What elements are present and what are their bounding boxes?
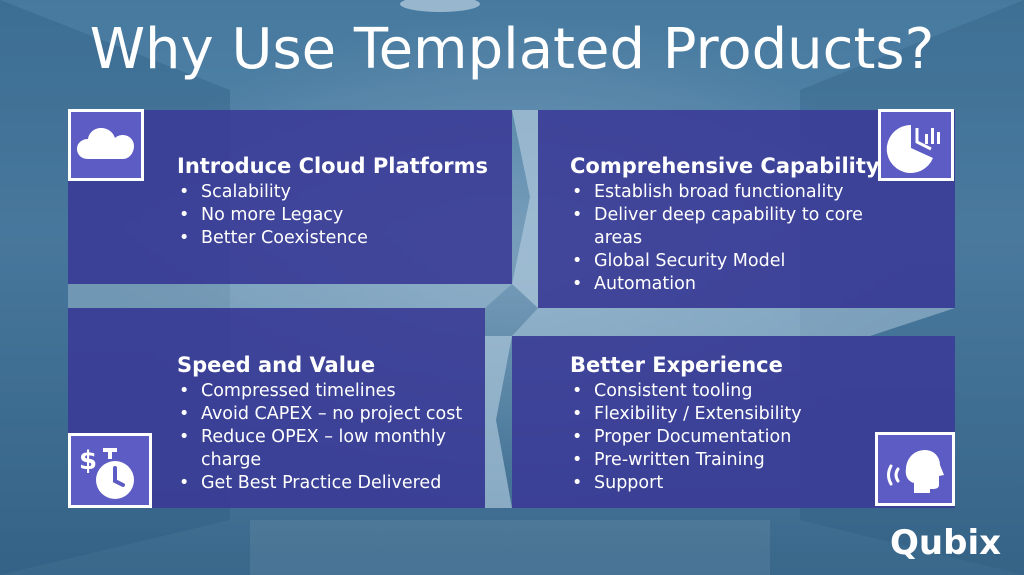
- qubix-logo: Qubix: [890, 518, 1008, 566]
- bullet-list: Scalability No more Legacy Better Coexis…: [177, 181, 507, 250]
- list-item: Pre-written Training: [570, 449, 870, 472]
- slide-title: Why Use Templated Products?: [89, 17, 935, 82]
- card-cloud-platforms: Introduce Cloud Platforms Scalability No…: [68, 110, 512, 284]
- list-item: Get Best Practice Delivered: [177, 472, 477, 495]
- stopwatch-dollar-icon: $: [68, 433, 152, 508]
- arrow-right: [512, 110, 538, 308]
- list-item: Automation: [570, 273, 880, 296]
- list-item: Scalability: [177, 181, 507, 204]
- list-item: Compressed timelines: [177, 380, 477, 403]
- card-heading: Speed and Value: [177, 353, 376, 377]
- arrow-down: [512, 308, 955, 336]
- bullet-list: Establish broad functionality Deliver de…: [570, 181, 880, 296]
- card-heading: Comprehensive Capability: [570, 154, 880, 178]
- list-item: Flexibility / Extensibility: [570, 403, 870, 426]
- arrow-up: [68, 284, 512, 308]
- speaking-head-icon: [875, 432, 955, 506]
- cloud-icon: [68, 109, 144, 181]
- list-item: Proper Documentation: [570, 426, 870, 449]
- list-item: Avoid CAPEX – no project cost: [177, 403, 477, 426]
- list-item: Deliver deep capability to core areas: [570, 204, 880, 250]
- list-item: Support: [570, 472, 870, 495]
- list-item: Global Security Model: [570, 250, 880, 273]
- card-heading: Introduce Cloud Platforms: [177, 154, 489, 178]
- arrow-left: [485, 336, 512, 508]
- list-item: No more Legacy: [177, 204, 507, 227]
- logo-text: Qubix: [890, 523, 1001, 562]
- list-item: Better Coexistence: [177, 227, 507, 250]
- list-item: Consistent tooling: [570, 380, 870, 403]
- pie-chart-icon: [878, 109, 954, 181]
- card-heading: Better Experience: [570, 353, 783, 377]
- list-item: Reduce OPEX – low monthly charge: [177, 426, 477, 472]
- bullet-list: Consistent tooling Flexibility / Extensi…: [570, 380, 870, 495]
- svg-text:$: $: [79, 446, 97, 476]
- list-item: Establish broad functionality: [570, 181, 880, 204]
- bullet-list: Compressed timelines Avoid CAPEX – no pr…: [177, 380, 477, 495]
